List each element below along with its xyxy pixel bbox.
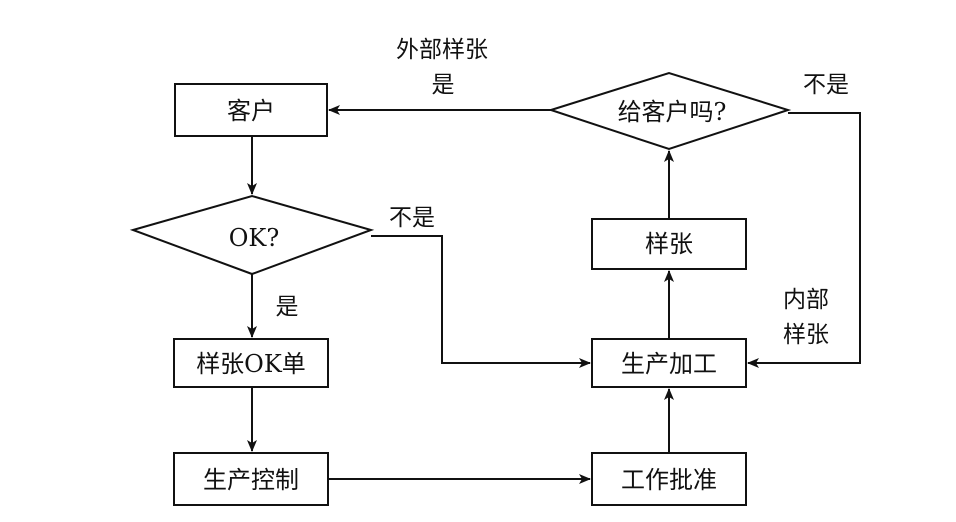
production-control-label: 生产控制	[203, 466, 299, 494]
edge-ok-no-to-processing	[371, 235, 591, 368]
yes-middle-label: 是	[276, 294, 299, 320]
internal-label-line1: 内部	[783, 287, 829, 313]
sample-ok-form-label: 样张OK单	[196, 350, 306, 378]
edge-decision-no-to-processing	[747, 112, 861, 368]
customer-label: 客户	[227, 97, 275, 125]
work-approval-label: 工作批准	[621, 466, 717, 494]
no-middle-label: 不是	[389, 205, 435, 231]
production-processing-label: 生产加工	[621, 350, 717, 378]
no-top-label: 不是	[803, 72, 849, 98]
to-customer-decision-diamond	[547, 71, 792, 151]
yes-top-label: 是	[432, 72, 455, 98]
external-sample-label: 外部样张	[396, 37, 488, 63]
to-customer-decision-label: 给客户吗?	[618, 98, 727, 126]
ok-decision-diamond	[129, 194, 375, 276]
ok-decision-label: OK?	[229, 224, 279, 252]
internal-label-line2: 样张	[783, 322, 829, 348]
sample-label: 样张	[645, 230, 693, 258]
